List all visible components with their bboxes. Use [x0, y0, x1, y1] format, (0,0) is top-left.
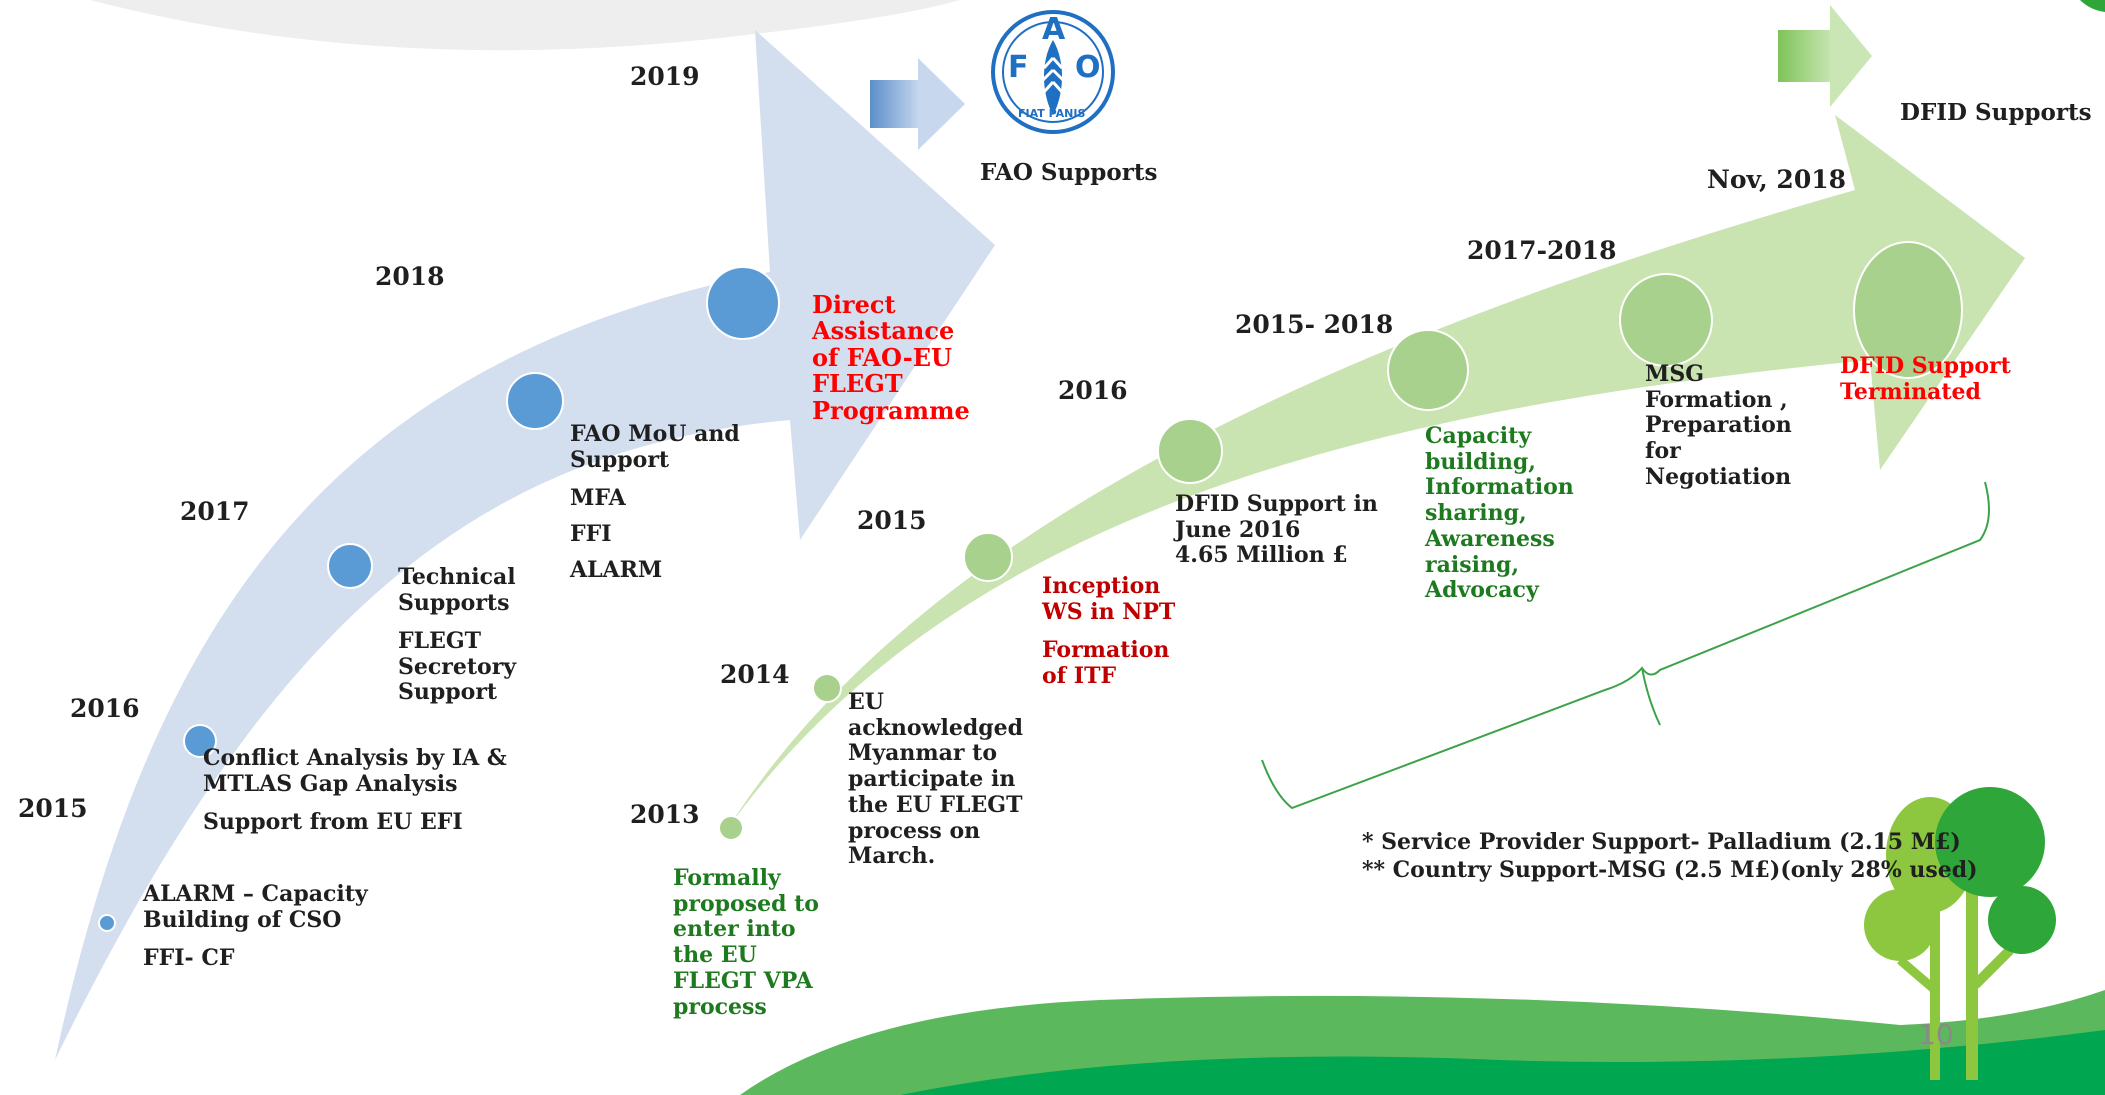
page-number: 10 — [1918, 1018, 1954, 1051]
blue-dots — [98, 266, 780, 932]
label-dfid-support-june: DFID Support in June 2016 4.65 Million £ — [1175, 491, 1378, 569]
label-mfa: MFA — [570, 485, 626, 511]
dot-2015-eu — [98, 914, 116, 932]
year-2015-2018: 2015- 2018 — [1235, 310, 1394, 339]
dot-2017-2018 — [1619, 273, 1713, 367]
dot-2018-eu — [506, 372, 564, 430]
label-conflict-analysis: Conflict Analysis by IA & MTLAS Gap Anal… — [203, 745, 507, 797]
label-formally-proposed: Formally proposed to enter into the EU F… — [673, 865, 819, 1020]
year-2017-2018: 2017-2018 — [1467, 236, 1617, 265]
label-fao-supports: FAO Supports — [980, 159, 1158, 186]
tree-icon — [1864, 787, 2056, 1080]
dot-2016-eu — [183, 724, 217, 758]
corner-green-decoration — [2080, 0, 2105, 12]
year-2013: 2013 — [630, 800, 700, 829]
year-2018-eu: 2018 — [375, 262, 445, 291]
fao-logo-letter-a: A — [1042, 12, 1066, 47]
year-2016: 2016 — [1058, 376, 1128, 405]
dot-2016 — [1157, 418, 1223, 484]
year-2019-eu: 2019 — [630, 62, 700, 91]
label-eu-acknowledged: EU acknowledged Myanmar to participate i… — [848, 689, 1024, 870]
year-2014: 2014 — [720, 660, 790, 689]
label-direct-assistance: Direct Assistance of FAO-EU FLEGT Progra… — [812, 290, 970, 425]
label-dfid-terminated: DFID Support Terminated — [1840, 353, 2011, 405]
bottom-green-hill-dark — [900, 1030, 2105, 1095]
year-2015-eu: 2015 — [18, 794, 88, 823]
dot-2014 — [812, 673, 842, 703]
fao-logo-motto: FIAT PANIS — [1018, 107, 1086, 120]
label-msg-formation: MSG Formation , Preparation for Negotiat… — [1645, 361, 1792, 490]
label-alarm-capacity: ALARM – Capacity Building of CSO — [143, 881, 368, 933]
blue-arrow-icon — [870, 58, 965, 150]
year-nov-2018: Nov, 2018 — [1707, 165, 1847, 194]
label-inception-ws: Inception WS in NPT — [1042, 573, 1176, 625]
label-fao-mou: FAO MoU and Support — [570, 421, 740, 473]
label-alarm: ALARM — [570, 557, 663, 583]
label-ffi-cf: FFI- CF — [143, 945, 235, 971]
label-flegt-secretory: FLEGT Secretory Support — [398, 628, 517, 706]
label-support-eu-efi: Support from EU EFI — [203, 809, 463, 835]
green-arrow-icon — [1778, 5, 1872, 107]
label-technical-supports: Technical Supports — [398, 564, 516, 616]
dot-2013 — [718, 815, 744, 841]
green-dots — [718, 241, 1963, 841]
label-dfid-supports: DFID Supports — [1900, 99, 2092, 126]
label-ffi: FFI — [570, 521, 612, 547]
dot-2019-eu — [706, 266, 780, 340]
bracket-lines — [1261, 481, 1990, 810]
year-2015: 2015 — [857, 506, 927, 535]
label-capacity-building: Capacity building, Information sharing, … — [1425, 423, 1574, 604]
dot-nov-2018 — [1853, 241, 1963, 379]
year-2017-eu: 2017 — [180, 497, 250, 526]
dot-2017-eu — [327, 543, 373, 589]
label-formation-itf: Formation of ITF — [1042, 637, 1170, 689]
year-2016-eu: 2016 — [70, 694, 140, 723]
fao-logo-letter-f: F — [1008, 50, 1029, 85]
fao-logo-letter-o: O — [1075, 50, 1101, 85]
dot-2015 — [963, 532, 1013, 582]
dot-2015-2018 — [1387, 329, 1469, 411]
note-service-provider: * Service Provider Support- Palladium (2… — [1362, 829, 1961, 855]
fao-logo — [991, 10, 1115, 134]
note-country-support: ** Country Support-MSG (2.5 M£)(only 28%… — [1362, 857, 1978, 883]
top-arc-decoration — [90, 0, 960, 51]
